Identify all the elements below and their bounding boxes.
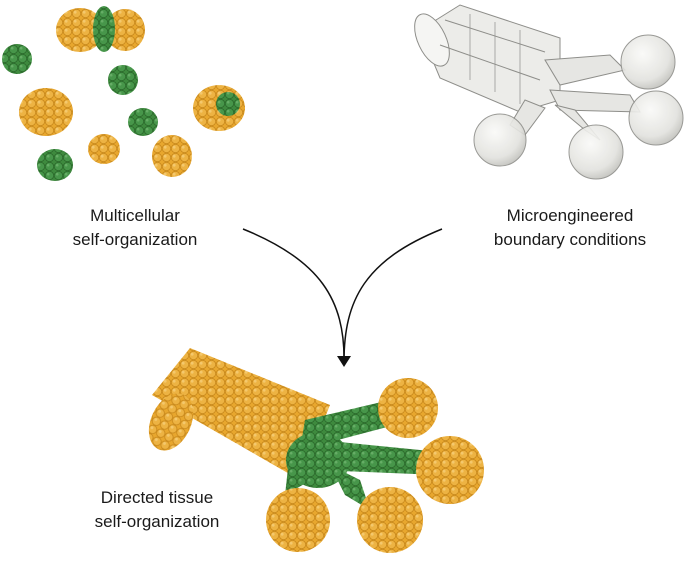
multicellular-clusters <box>2 6 245 181</box>
microfluidic-device-icon <box>414 4 684 180</box>
caption-microengineered: Microengineered boundary conditions <box>470 204 670 252</box>
caption-directed: Directed tissue self-organization <box>72 486 242 534</box>
cell-cluster-icon <box>37 149 73 181</box>
caption-directed-line2: self-organization <box>94 512 220 531</box>
cell-cluster-icon <box>2 44 32 74</box>
cell-cluster-icon <box>56 6 145 52</box>
caption-multicellular: Multicellular self-organization <box>40 204 230 252</box>
caption-microengineered-line2: boundary conditions <box>493 230 647 249</box>
cell-cluster-icon <box>193 85 245 131</box>
cell-cluster-icon <box>152 135 192 177</box>
caption-directed-line1: Directed tissue <box>100 488 214 507</box>
caption-multicellular-line2: self-organization <box>72 230 198 249</box>
caption-multicellular-line1: Multicellular <box>90 206 180 225</box>
caption-microengineered-line1: Microengineered <box>506 206 634 225</box>
cell-cluster-icon <box>88 134 120 164</box>
cell-cluster-icon <box>108 65 138 95</box>
tissue-construct-icon <box>148 348 484 553</box>
cell-cluster-icon <box>19 88 73 136</box>
cell-cluster-icon <box>128 108 158 136</box>
arrow-icon <box>242 228 443 367</box>
